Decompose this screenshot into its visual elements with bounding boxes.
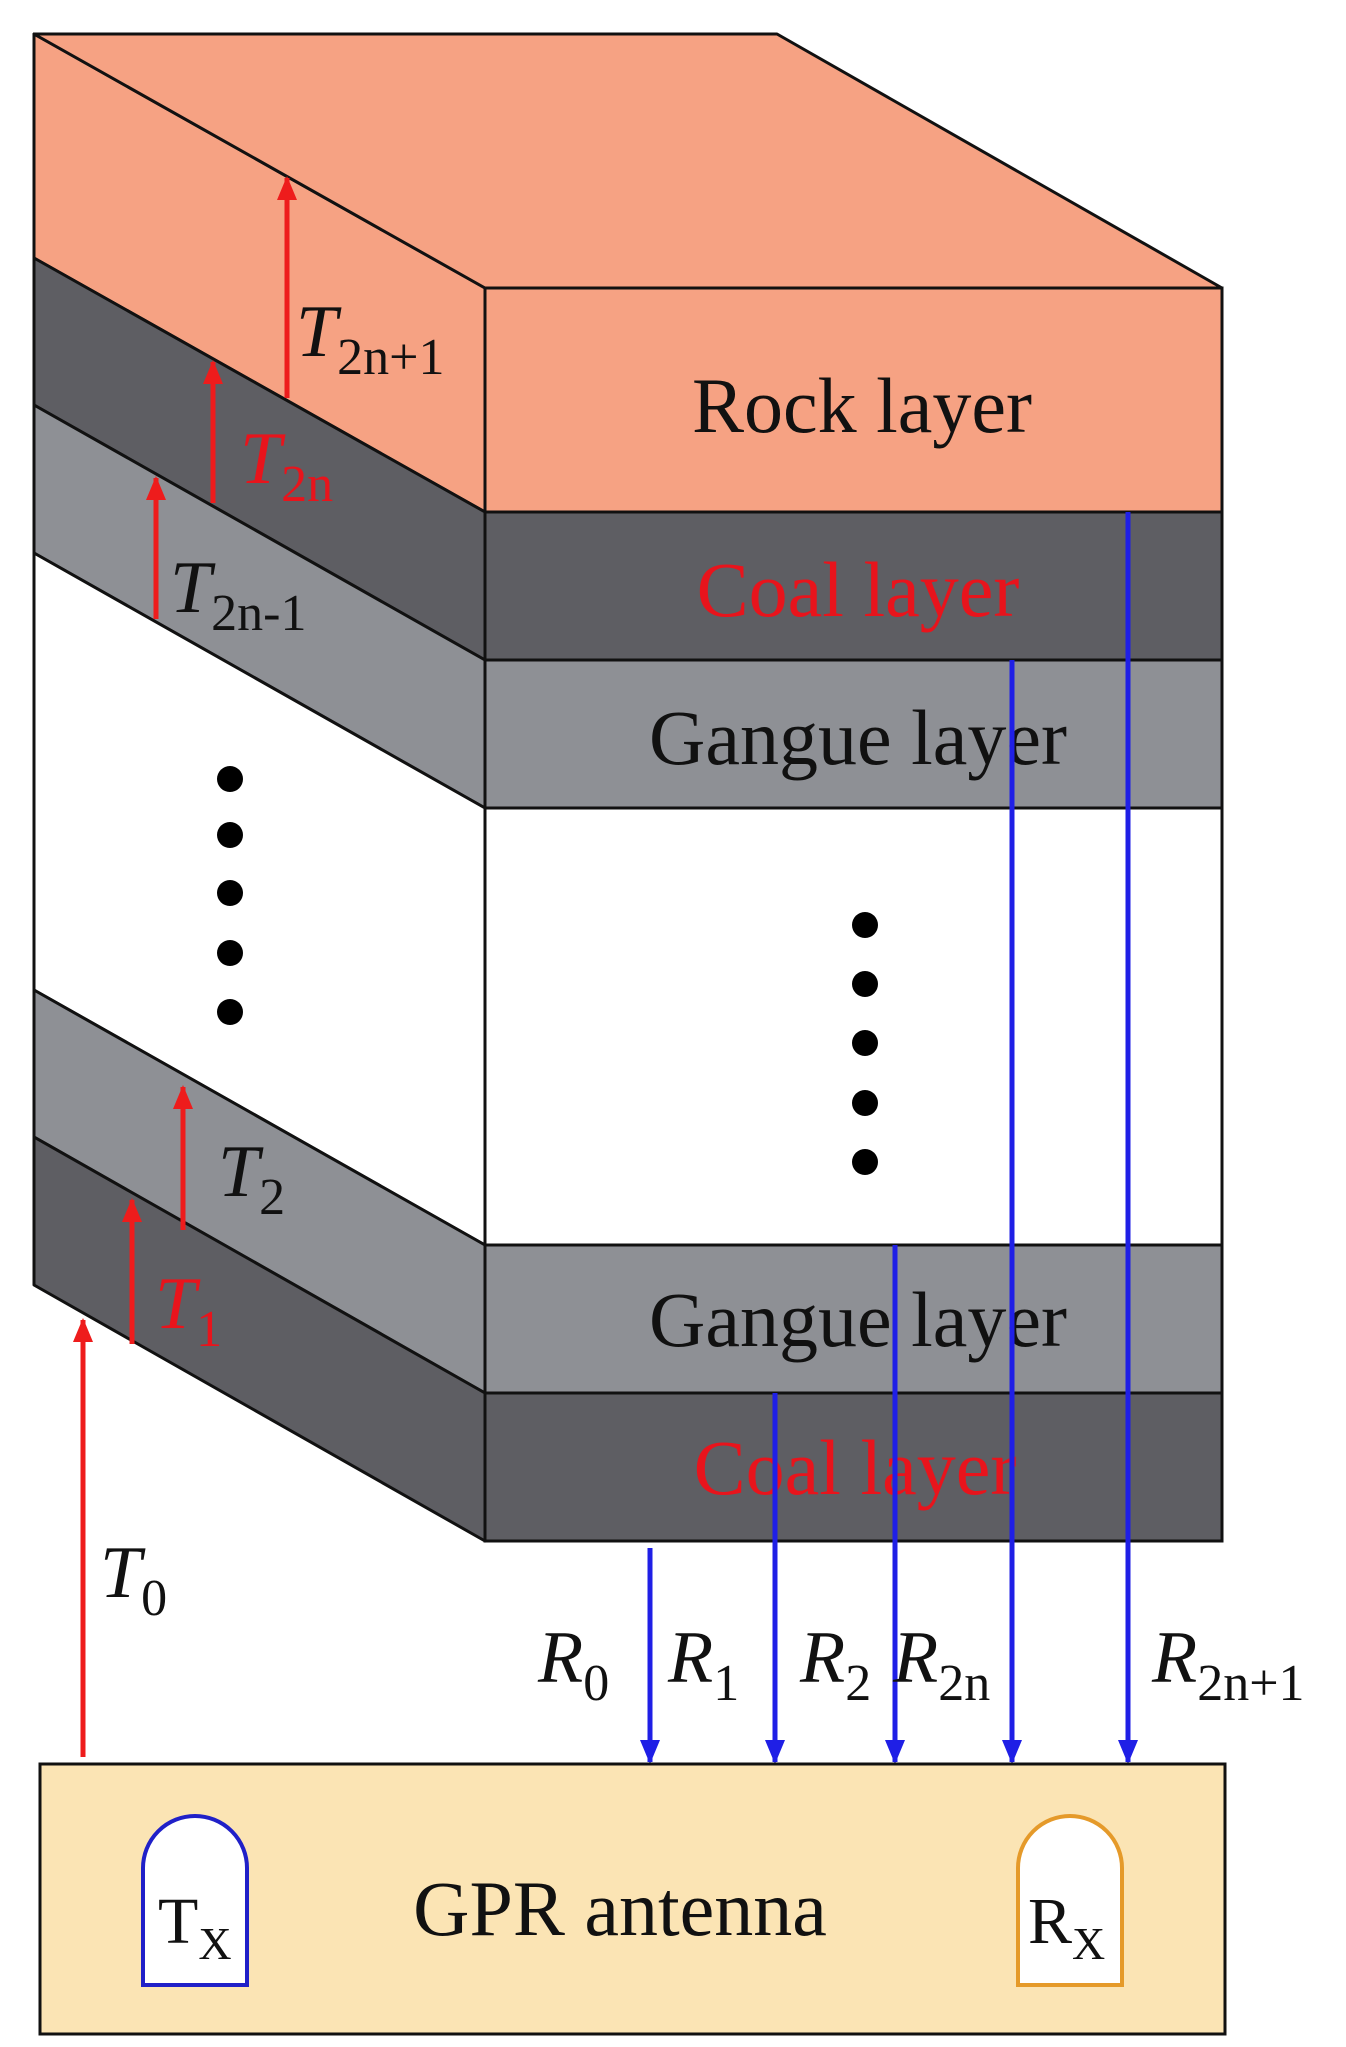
- ellipsis-dot: [217, 766, 243, 792]
- label-r2n: R2n: [892, 1617, 990, 1712]
- side-ellipsis-dots: [217, 766, 243, 1025]
- front-coal-layer-bottom: [483, 1391, 1224, 1543]
- coal-layer-top-label: Coal layer: [697, 546, 1020, 633]
- gangue-layer-bottom-label: Gangue layer: [649, 1276, 1067, 1363]
- rock-layer-label: Rock layer: [692, 362, 1032, 449]
- block-front-face: [483, 286, 1224, 1543]
- label-t0: T0: [100, 1532, 167, 1627]
- front-gangue-layer-top: [483, 658, 1224, 810]
- tx-antenna-icon: [141, 1814, 249, 1987]
- ellipsis-dot: [217, 822, 243, 848]
- front-rock-layer: [483, 286, 1224, 514]
- transmitted-arrows: [73, 176, 297, 1757]
- front-ellipsis-dots: [852, 912, 878, 1175]
- rx-label: RX: [1028, 1885, 1105, 1969]
- label-t2: T2: [218, 1131, 285, 1226]
- ellipsis-dot: [852, 971, 878, 997]
- label-r2n1: R2n+1: [1151, 1617, 1305, 1712]
- front-gangue-layer-bottom: [483, 1243, 1224, 1395]
- label-t1: T1: [155, 1263, 222, 1358]
- ellipsis-dot: [217, 880, 243, 906]
- label-t2n: T2n: [240, 418, 333, 513]
- ellipsis-dot: [852, 1030, 878, 1056]
- label-r1: R1: [667, 1617, 739, 1712]
- label-r2: R2: [799, 1617, 871, 1712]
- ellipsis-dot: [217, 940, 243, 966]
- gpr-antenna-label: GPR antenna: [413, 1865, 827, 1952]
- gpr-antenna: TX RX GPR antenna: [38, 1762, 1227, 2036]
- tx-label: TX: [158, 1885, 232, 1969]
- front-white-layer: [483, 806, 1224, 1247]
- ellipsis-dot: [852, 912, 878, 938]
- label-t2n-1: T2n-1: [170, 547, 306, 642]
- reflected-arrows: [640, 512, 1138, 1764]
- gangue-layer-top-label: Gangue layer: [649, 694, 1067, 781]
- rx-antenna-icon: [1016, 1814, 1124, 1987]
- ellipsis-dot: [852, 1090, 878, 1116]
- block-side-face: [32, 32, 487, 1543]
- label-t2n1: T2n+1: [296, 291, 444, 386]
- ellipsis-dot: [852, 1149, 878, 1175]
- coal-layer-bottom-label: Coal layer: [694, 1424, 1017, 1511]
- front-coal-layer-top: [483, 510, 1224, 662]
- label-r0: R0: [537, 1617, 609, 1712]
- ellipsis-dot: [217, 999, 243, 1025]
